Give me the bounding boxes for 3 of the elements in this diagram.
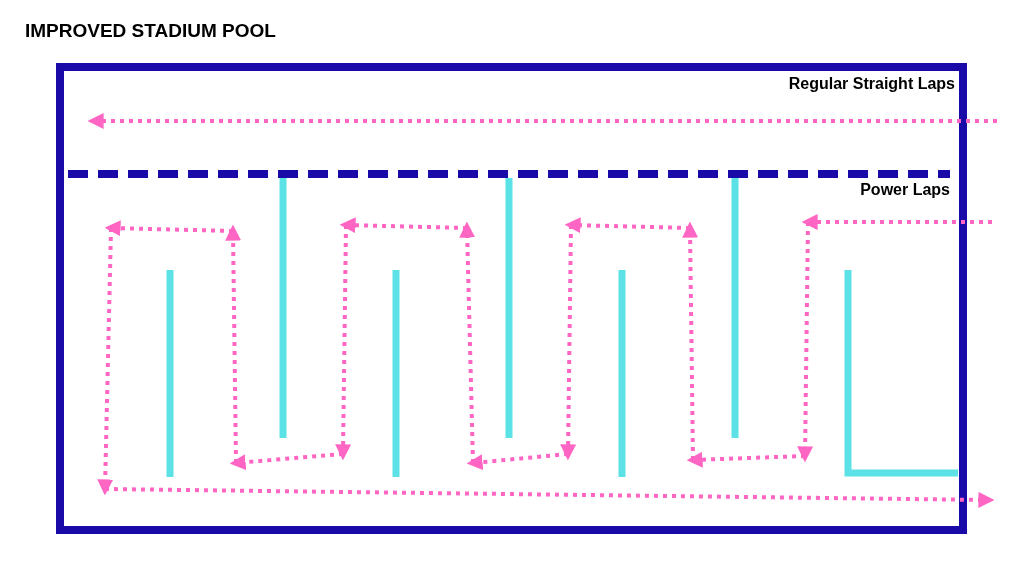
diagram-title: IMPROVED STADIUM POOL xyxy=(25,20,276,42)
zone-label: Power Laps xyxy=(860,181,950,199)
zone-label: Regular Straight Laps xyxy=(788,75,955,93)
